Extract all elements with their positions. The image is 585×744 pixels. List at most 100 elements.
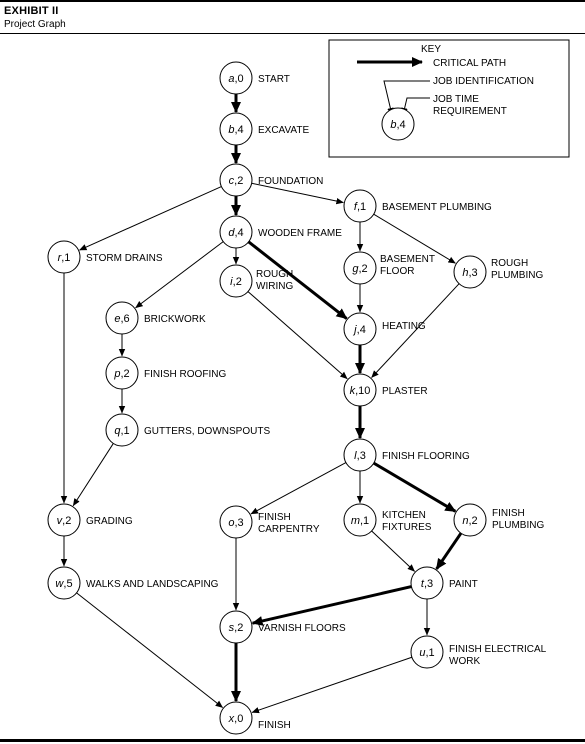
node-label-x: FINISH	[258, 720, 291, 731]
node-d: d,4 WOODEN FRAME	[219, 215, 342, 249]
node-label-f: BASEMENT PLUMBING	[382, 202, 492, 213]
node-id-time-q: q,1	[114, 425, 129, 437]
node-id-time-c: c,2	[229, 175, 244, 187]
node-label-p: FINISH ROOFING	[144, 369, 226, 380]
edge-h-k	[371, 283, 460, 378]
node-label-n-line2: PLUMBING	[492, 520, 544, 531]
key-job-identification: JOB IDENTIFICATION	[433, 76, 534, 87]
exhibit-subtitle: Project Graph	[4, 19, 66, 30]
edge-c-r	[79, 186, 222, 251]
node-id-time-a: a,0	[228, 73, 243, 85]
node-label-i-line1: ROUGH	[256, 269, 293, 280]
key-sample-label: b,4	[390, 119, 405, 131]
node-id-time-d: d,4	[228, 227, 243, 239]
node-id-time-h: h,3	[462, 267, 477, 279]
edge-d-e	[135, 241, 224, 309]
top-rule	[0, 0, 585, 2]
node-label-t: PAINT	[449, 579, 478, 590]
node-label-i-line2: WIRING	[256, 281, 293, 292]
key-job-time-line1: JOB TIME	[433, 94, 479, 105]
node-circle-s	[219, 610, 253, 644]
node-id-time-l: l,3	[354, 450, 366, 462]
node-label-e: BRICKWORK	[144, 314, 206, 325]
node-c: c,2 FOUNDATION	[219, 163, 323, 197]
node-id-time-n: n,2	[462, 515, 477, 527]
node-id-time-u: u,1	[419, 647, 434, 659]
node-circle-l	[343, 438, 377, 472]
node-id-time-v: v,2	[57, 515, 72, 527]
node-label-l: FINISH FLOORING	[382, 451, 470, 462]
node-b: b,4 EXCAVATE	[219, 112, 309, 146]
node-id-time-m: m,1	[351, 515, 369, 527]
key-frame	[328, 39, 570, 158]
node-label-c: FOUNDATION	[258, 176, 323, 187]
node-label-h-line1: ROUGH	[491, 258, 528, 269]
node-a: a,0 START	[219, 61, 290, 95]
node-label-j: HEATING	[382, 321, 426, 332]
node-circle-r	[47, 240, 81, 274]
critical-edge-d-j	[247, 240, 348, 320]
node-id-time-e: e,6	[114, 313, 129, 325]
bottom-rule	[0, 739, 585, 742]
edge-u-x	[251, 656, 413, 714]
node-circle-e	[105, 301, 139, 335]
node-label-m-line2: FIXTURES	[382, 522, 432, 533]
node-id-time-i: i,2	[230, 276, 242, 288]
node-label-n-line1: FINISH	[492, 508, 525, 519]
node-j: j,4 HEATING	[343, 312, 426, 346]
edge-c-f	[251, 182, 344, 205]
edge-q-v	[72, 443, 114, 507]
edge-f-h	[373, 213, 456, 264]
node-label-g-line1: BASEMENT	[380, 254, 435, 265]
node-id-time-j: j,4	[352, 324, 366, 336]
node-circle-k	[343, 373, 377, 407]
node-circle-d	[219, 215, 253, 249]
node-circle-v	[47, 503, 81, 537]
node-circle-m	[343, 503, 377, 537]
node-label-h-line2: PLUMBING	[491, 270, 543, 281]
key-job-time-line2: REQUIREMENT	[433, 106, 507, 117]
node-label-d: WOODEN FRAME	[258, 228, 342, 239]
node-label-g-line2: FLOOR	[380, 266, 414, 277]
node-id-time-f: f,1	[354, 201, 366, 213]
node-circle-q	[105, 413, 139, 447]
node-circle-w	[47, 566, 81, 600]
node-circle-j	[343, 312, 377, 346]
node-id-time-b: b,4	[228, 124, 243, 136]
node-id-time-r: r,1	[58, 252, 71, 264]
key-id-pointer	[383, 80, 430, 116]
edges	[60, 94, 463, 714]
node-e: e,6 BRICKWORK	[105, 301, 206, 335]
node-label-k: PLASTER	[382, 386, 428, 397]
node-id-time-k: k,10	[350, 385, 371, 397]
node-circle-g	[343, 251, 377, 285]
node-circle-u	[410, 635, 444, 669]
node-label-a: START	[258, 74, 290, 85]
node-circle-b	[219, 112, 253, 146]
node-circle-p	[105, 356, 139, 390]
node-f: f,1 BASEMENT PLUMBING	[343, 189, 492, 223]
node-circle-o	[219, 505, 253, 539]
node-id-time-w: w,5	[55, 578, 72, 590]
critical-edge-t-s	[251, 585, 412, 626]
edge-l-o	[250, 462, 347, 515]
node-label-b: EXCAVATE	[258, 125, 309, 136]
node-label-u-line2: WORK	[449, 656, 480, 667]
node-label-o-line1: FINISH	[258, 512, 291, 523]
node-circle-c	[219, 163, 253, 197]
node-id-time-o: o,3	[228, 517, 243, 529]
node-circle-t	[410, 566, 444, 600]
